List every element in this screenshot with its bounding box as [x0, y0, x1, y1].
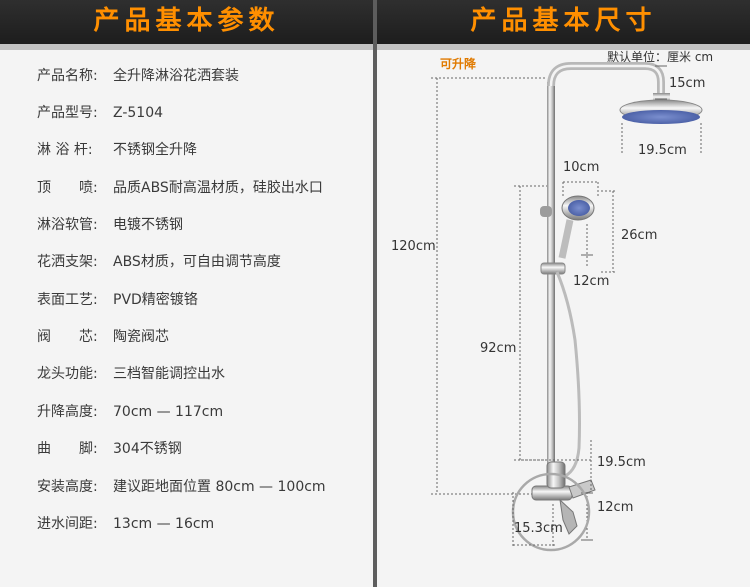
dim-total-height: 120cm — [391, 239, 436, 254]
banner-divider — [377, 44, 750, 50]
dim-mixer-height: 19.5cm — [597, 455, 646, 470]
lift-tag: 可升降 — [440, 56, 477, 71]
dim-hand-holder-height: 26cm — [621, 228, 657, 243]
dimensions-panel: 产品基本尺寸 默认单位：厘米 cm 可升降 — [377, 0, 750, 587]
hand-holder-height-dimension: 26cm — [601, 190, 657, 273]
spec-row-inlet-spacing: 进水间距: 13cm — 16cm — [37, 515, 214, 533]
spec-value: 陶瓷阀芯 — [113, 329, 169, 345]
spec-row-finish: 表面工艺: PVD精密镀铬 — [37, 291, 198, 309]
spec-label: 表面工艺: — [37, 292, 98, 308]
spec-label: 曲 脚: — [37, 441, 98, 457]
spec-row-faucet-function: 龙头功能: 三档智能调控出水 — [37, 365, 225, 383]
banner-divider — [0, 44, 373, 50]
spec-row-product-name: 产品名称: 全升降淋浴花洒套装 — [37, 67, 239, 85]
spec-row-shower-rod: 淋 浴 杆: 不锈钢全升降 — [37, 141, 197, 159]
spec-value: 不锈钢全升降 — [113, 142, 197, 158]
spec-label: 龙头功能: — [37, 366, 98, 382]
parameters-banner: 产品基本参数 — [0, 0, 373, 44]
spec-label: 产品型号: — [37, 105, 98, 121]
inlet-spacing-dimension: 15.3cm — [512, 492, 563, 546]
spec-row-install-height: 安装高度: 建议距地面位置 80cm — 100cm — [37, 478, 326, 496]
spec-label: 升降高度: — [37, 404, 98, 420]
spec-value: 304不锈钢 — [113, 441, 182, 457]
top-arm-highlight — [549, 64, 663, 94]
dim-mixer-depth: 12cm — [597, 500, 633, 515]
spec-label: 安装高度: — [37, 479, 98, 495]
head-diameter-dimension: 19.5cm — [621, 123, 702, 158]
spec-value: 13cm — 16cm — [113, 516, 215, 532]
dimensions-title: 产品基本尺寸 — [470, 6, 657, 36]
spec-value: ABS材质，可自由调节高度 — [113, 254, 281, 270]
bracket-offset-dimension: 12cm — [573, 224, 609, 289]
wall-bracket — [540, 206, 552, 217]
parameters-panel: 产品基本参数 产品名称: 全升降淋浴花洒套装 产品型号: Z-5104 淋 浴 杆:… — [0, 0, 373, 587]
spec-value: 全升降淋浴花洒套装 — [113, 68, 239, 84]
hand-shower — [558, 195, 595, 259]
dim-slide-height: 92cm — [480, 341, 516, 356]
spec-label: 花洒支架: — [37, 254, 98, 270]
spec-label: 阀 芯: — [37, 329, 98, 345]
spec-value: 品质ABS耐高温材质，硅胶出水口 — [113, 180, 323, 196]
spec-row-top-spray: 顶 喷: 品质ABS耐高温材质，硅胶出水口 — [37, 179, 323, 197]
shower-hose — [555, 271, 581, 478]
spec-row-valve: 阀 芯: 陶瓷阀芯 — [37, 328, 169, 346]
parameters-title: 产品基本参数 — [93, 6, 280, 36]
spec-value: Z-5104 — [113, 105, 164, 121]
rain-shower-head — [619, 93, 703, 124]
top-drop-dimension: 15cm — [655, 65, 705, 100]
spec-label: 淋浴软管: — [37, 217, 98, 233]
dim-top-drop: 15cm — [669, 76, 705, 91]
dim-hand-head-width: 10cm — [563, 160, 599, 175]
dim-bracket-offset: 12cm — [573, 274, 609, 289]
spec-label: 淋 浴 杆: — [37, 142, 93, 158]
spec-value: 70cm — 117cm — [113, 404, 224, 420]
spec-row-model: 产品型号: Z-5104 — [37, 104, 163, 122]
spec-value: 电镀不锈钢 — [113, 217, 183, 233]
spec-value: PVD精密镀铬 — [113, 292, 198, 308]
hand-head-width-dimension: 10cm — [562, 160, 599, 196]
slide-holder — [540, 262, 566, 275]
spec-row-hose: 淋浴软管: 电镀不锈钢 — [37, 216, 183, 234]
spec-row-bracket: 花洒支架: ABS材质，可自由调节高度 — [37, 253, 281, 271]
mixer-height-dimension: 19.5cm — [521, 440, 646, 492]
dim-head-diameter: 19.5cm — [638, 143, 687, 158]
spec-value: 建议距地面位置 80cm — 100cm — [113, 479, 326, 495]
spec-row-lift-height: 升降高度: 70cm — 117cm — [37, 403, 223, 421]
spec-label: 顶 喷: — [37, 180, 98, 196]
spec-value: 三档智能调控出水 — [113, 366, 225, 382]
spec-row-eccentric-legs: 曲 脚: 304不锈钢 — [37, 440, 182, 458]
top-arm — [547, 62, 665, 94]
spec-label: 产品名称: — [37, 68, 98, 84]
dim-inlet-spacing: 15.3cm — [514, 521, 563, 536]
unit-note: 默认单位：厘米 cm — [607, 49, 713, 64]
shower-dimension-diagram: 默认单位：厘米 cm 可升降 120cm 92cm — [391, 49, 713, 552]
riser-pipe — [547, 82, 555, 482]
slide-height-dimension: 92cm — [480, 185, 552, 461]
dimensions-banner: 产品基本尺寸 — [377, 0, 750, 44]
total-height-dimension: 120cm — [391, 77, 557, 495]
spec-label: 进水间距: — [37, 516, 98, 532]
